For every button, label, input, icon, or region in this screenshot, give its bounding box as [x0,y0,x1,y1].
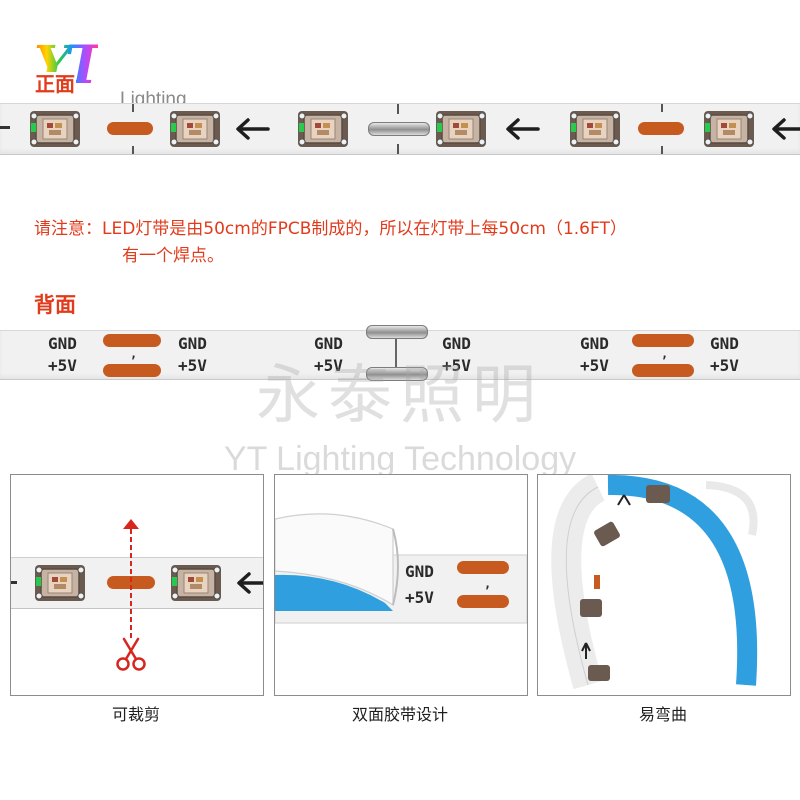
front-side-label: 正面 [34,72,76,96]
notice-line-2: 有一个焊点。 [122,246,224,266]
direction-arrow-left-icon [237,572,264,594]
v5-label: +5V [405,588,434,607]
v5-label: +5V [710,356,739,375]
splice-joint-icon [366,325,428,339]
gnd-label: GND [178,334,207,353]
cut-mark [395,339,397,367]
caption-cuttable: 可裁剪 [111,705,160,724]
direction-arrow-left-icon [772,118,800,140]
led-chip-icon [568,108,622,150]
splice-joint-icon [368,122,430,136]
blue-tape-liner [607,475,758,686]
cut-divider-mark: , [130,347,138,361]
cut-divider-mark: , [484,577,492,591]
splice-joint-icon [366,367,428,381]
gnd-label: GND [48,334,77,353]
panel-double-sided-tape: GND +5V , [274,474,528,696]
gnd-label: GND [710,334,739,353]
direction-arrow-left-icon [236,118,270,140]
strip-segment [11,557,263,609]
gnd-label: GND [442,334,471,353]
v5-label: +5V [314,356,343,375]
solder-pad-icon [457,561,509,574]
solder-pad-icon [107,576,155,589]
watermark-chinese: 永泰照明 [256,359,544,433]
led-chip-icon [33,562,87,604]
solder-pad-icon [638,122,684,135]
led-chip-icon [434,108,488,150]
v5-label: +5V [442,356,471,375]
solder-pad-icon [632,364,694,377]
solder-pad-icon [103,364,161,377]
led-strip-front [0,103,800,155]
direction-arrow-left-icon [506,118,540,140]
led-chip-icon [169,562,223,604]
gnd-label: GND [314,334,343,353]
panel-cuttable [10,474,264,696]
cut-mark [661,146,663,154]
v5-label: +5V [580,356,609,375]
bent-strip-illustration [551,475,758,690]
cut-line-indicator [123,519,139,641]
caption-flexible: 易弯曲 [638,705,687,724]
gnd-label: GND [405,562,434,581]
strip-tick [0,126,10,129]
cut-mark [397,104,399,114]
solder-pad-icon [103,334,161,347]
v5-label: +5V [48,356,77,375]
back-side-heading: 背面 [34,293,76,317]
cut-mark [132,146,134,154]
notice-line-1: 请注意：LED灯带是由50cm的FPCB制成的，所以在灯带上每50cm（1.6F… [34,219,627,239]
gnd-label: GND [580,334,609,353]
blue-tape-liner [275,574,393,611]
solder-pad-icon [107,122,153,135]
led-chip-icon [28,108,82,150]
caption-double-sided-tape: 双面胶带设计 [351,705,448,724]
scissors-icon [116,637,146,671]
led-chip-icon [702,108,756,150]
strip-tick [11,581,17,584]
panel-flexible [537,474,791,696]
watermark-english: YT Lighting Technology [223,440,577,478]
solder-pad-icon [632,334,694,347]
cut-mark [132,104,134,112]
cut-mark [397,144,399,154]
cut-mark [661,104,663,112]
led-chip-icon [296,108,350,150]
v5-label: +5V [178,356,207,375]
led-strip-back: GND +5V , GND +5V GND +5V GND +5V GND +5… [0,325,800,381]
led-chip-icon [168,108,222,150]
cut-divider-mark: , [661,347,669,361]
solder-pad-icon [457,595,509,608]
